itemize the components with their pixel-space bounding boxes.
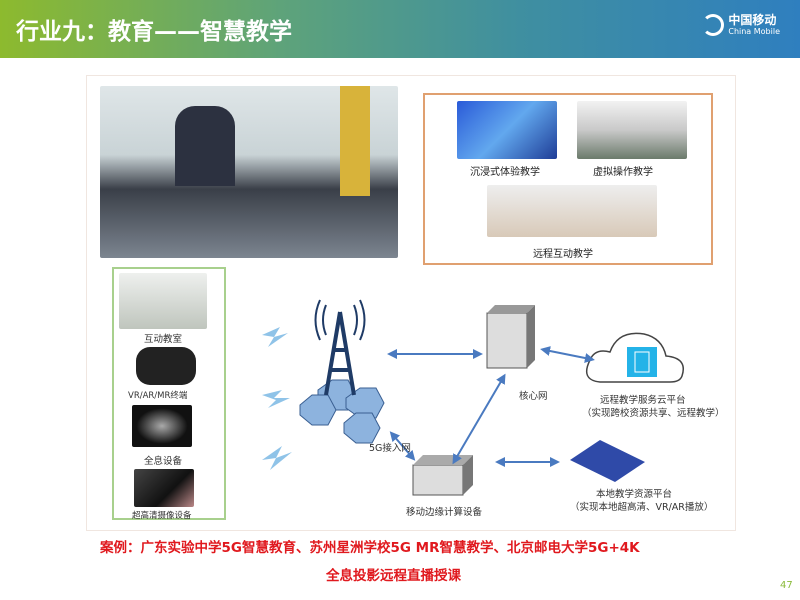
virtual-operation-photo <box>577 101 687 159</box>
5g-tower-icon <box>299 299 385 444</box>
caption-immersive: 沉浸式体验教学 <box>470 167 540 178</box>
local-platform-title: 本地教学资源平台 <box>596 489 673 500</box>
cloud-platform-title: 远程教学服务云平台 <box>600 395 686 406</box>
content-frame <box>86 75 736 531</box>
china-mobile-logo-icon <box>702 14 725 36</box>
caption-remote: 远程互动教学 <box>533 249 593 260</box>
core-server-icon <box>486 305 535 369</box>
cloud-icon <box>585 332 684 383</box>
logo-cn: 中国移动 <box>728 13 777 27</box>
case-caption-line2: 全息投影远程直播授课 <box>326 568 461 584</box>
interactive-classroom-photo <box>119 273 207 329</box>
remote-interaction-photo <box>487 185 657 237</box>
teaching-modes-panel: 沉浸式体验教学 虚拟操作教学 远程互动教学 <box>423 93 713 265</box>
cloud-platform-desc: （实现跨校资源共享、远程教学） <box>582 408 725 419</box>
classroom-photo <box>100 86 398 258</box>
slide-title: 行业九：教育——智慧教学 <box>16 19 292 45</box>
vr-headset-photo <box>136 347 196 385</box>
device-label: 互动教室 <box>144 334 183 345</box>
device-label: 超高清摄像设备 <box>132 511 192 521</box>
device-label: 全息设备 <box>144 456 183 467</box>
connection-arrows <box>387 346 595 467</box>
case-caption-line1: 案例：广东实验中学5G智慧教育、苏州星洲学校5G MR智慧教学、北京邮电大学5G… <box>100 540 640 556</box>
camera-photo <box>134 469 194 507</box>
wireless-signal-icon <box>262 327 292 470</box>
devices-panel: 互动教室 VR/AR/MR终端 全息设备 超高清摄像设备 <box>112 267 226 521</box>
edge-device-label: 移动边缘计算设备 <box>406 507 483 518</box>
logo-en: China Mobile <box>728 27 780 36</box>
caption-virtual: 虚拟操作教学 <box>593 167 653 178</box>
page-number: 47 <box>780 580 793 591</box>
immersive-photo <box>457 101 557 159</box>
local-platform-desc: （实现本地超高清、VR/AR播放） <box>570 502 714 513</box>
local-platform-icon <box>570 440 645 482</box>
device-label: VR/AR/MR终端 <box>128 391 188 401</box>
core-network-label: 核心网 <box>519 391 548 402</box>
access-network-label: 5G接入网 <box>369 443 411 454</box>
hologram-photo <box>132 405 192 447</box>
edge-device-icon <box>412 455 473 496</box>
